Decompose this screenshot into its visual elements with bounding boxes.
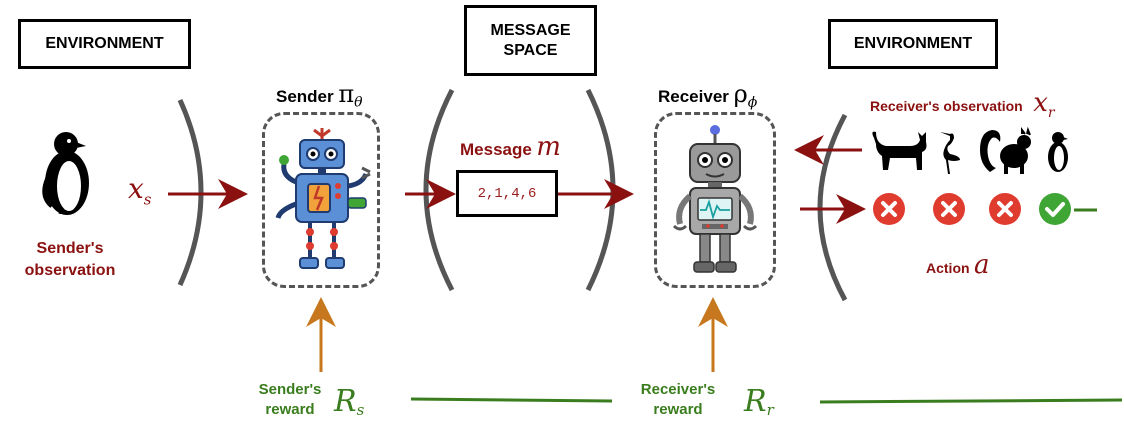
message-space-label: MESSAGE SPACE bbox=[490, 21, 571, 59]
sender-robot-icon bbox=[275, 128, 371, 269]
environment-left-box: ENVIRONMENT bbox=[18, 19, 191, 69]
receiver-observation-label: Receiver's observation bbox=[870, 98, 1023, 114]
environment-right-box: ENVIRONMENT bbox=[828, 19, 998, 69]
sender-obs-symbol: xs bbox=[128, 172, 152, 209]
message-title: Message m bbox=[460, 132, 561, 162]
reward-link-right bbox=[819, 398, 1123, 404]
penguin-small-icon bbox=[1048, 132, 1068, 172]
wrong-icon bbox=[873, 193, 905, 225]
sender-agent-box bbox=[262, 112, 380, 288]
environment-left-label: ENVIRONMENT bbox=[45, 35, 164, 52]
message-value-box: 2,1,4,6 bbox=[456, 170, 558, 217]
message-space-open-paren bbox=[423, 88, 455, 292]
sender-reward-label: Sender's reward bbox=[258, 381, 322, 418]
sender-reward-symbol: Rs bbox=[334, 384, 365, 420]
action-label: Action a bbox=[926, 250, 990, 280]
receiver-reward-symbol: Rr bbox=[744, 384, 774, 420]
lemur-icon bbox=[980, 126, 1031, 174]
message-space-box: MESSAGE SPACE bbox=[464, 5, 597, 76]
wrong-icon bbox=[989, 193, 1021, 225]
environment-right-label: ENVIRONMENT bbox=[853, 35, 973, 52]
message-space-close-paren bbox=[585, 88, 616, 292]
reward-link-left bbox=[410, 397, 613, 403]
left-env-paren bbox=[177, 98, 204, 287]
correct-icon bbox=[1039, 193, 1071, 225]
receiver-title: Receiver ρϕ bbox=[658, 80, 758, 111]
receiver-obs-symbol: xr bbox=[1033, 88, 1055, 122]
receiver-observation: Receiver's observation xr bbox=[870, 88, 1055, 121]
heron-icon bbox=[940, 132, 960, 174]
cat-icon bbox=[872, 131, 927, 170]
penguin-icon bbox=[42, 132, 89, 215]
wrong-icon bbox=[933, 193, 965, 225]
receiver-robot-icon bbox=[672, 125, 758, 273]
receiver-agent-box bbox=[654, 112, 776, 288]
message-value: 2,1,4,6 bbox=[477, 185, 537, 202]
sender-title: Sender πθ bbox=[276, 80, 363, 111]
sender-observation-label: Sender's observation bbox=[24, 240, 116, 279]
receiver-reward-label: Receiver's reward bbox=[640, 381, 716, 418]
